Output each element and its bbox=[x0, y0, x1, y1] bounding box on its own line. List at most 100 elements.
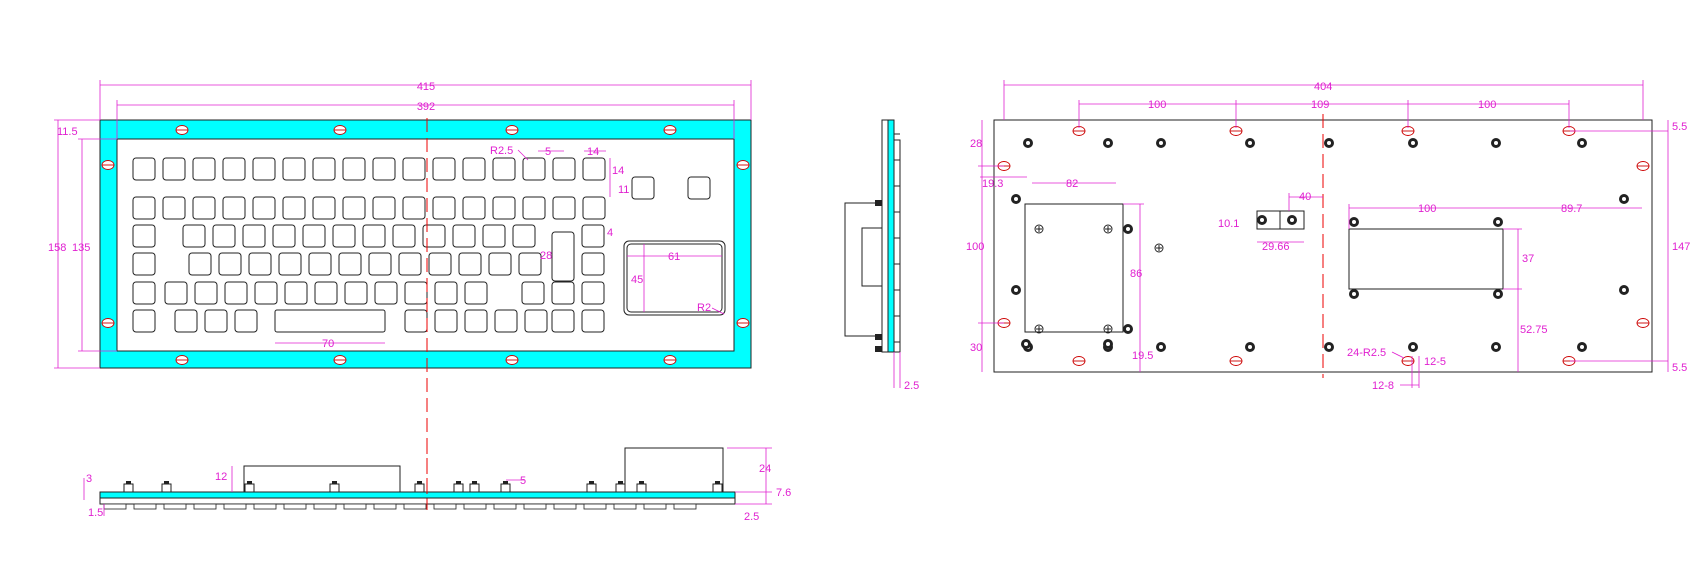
key bbox=[248, 252, 272, 276]
profile-pcb bbox=[243, 465, 401, 493]
stud bbox=[1324, 342, 1334, 352]
dim-tall-key: 28 bbox=[540, 250, 552, 262]
key-profile bbox=[103, 503, 127, 510]
bottom-hole bbox=[1072, 356, 1086, 366]
dim-overall-height: 158 bbox=[48, 242, 66, 254]
stud bbox=[1103, 138, 1113, 148]
dim-hole-spec: 24-R2.5 bbox=[1347, 347, 1386, 359]
mounting-hole bbox=[101, 318, 115, 328]
key bbox=[581, 252, 605, 276]
key bbox=[132, 281, 156, 305]
stud bbox=[1408, 342, 1418, 352]
key-profile bbox=[343, 503, 367, 510]
key bbox=[132, 196, 156, 220]
dim-profile-3: 3 bbox=[86, 473, 92, 485]
key bbox=[402, 157, 426, 181]
key bbox=[338, 252, 362, 276]
profile-stud bbox=[712, 483, 723, 493]
dim-bottom-height: 147 bbox=[1672, 241, 1690, 253]
key-profile bbox=[643, 503, 667, 510]
mounting-hole bbox=[736, 160, 750, 170]
key bbox=[312, 196, 336, 220]
dim-profile-7-6: 7.6 bbox=[776, 487, 791, 499]
key bbox=[404, 281, 428, 305]
key-profile bbox=[373, 503, 397, 510]
stud bbox=[1123, 224, 1133, 234]
key bbox=[252, 157, 276, 181]
dim-pcb-width: 82 bbox=[1066, 178, 1078, 190]
key bbox=[362, 224, 386, 248]
key bbox=[222, 157, 246, 181]
dim-key-gap: 5 bbox=[545, 146, 551, 158]
key bbox=[518, 252, 542, 276]
key bbox=[551, 309, 575, 333]
key bbox=[174, 309, 198, 333]
key-profile bbox=[223, 503, 247, 510]
dim-slot-b: 12-8 bbox=[1372, 380, 1394, 392]
mounting-hole bbox=[505, 355, 519, 365]
dim-touchpad-height: 45 bbox=[631, 274, 643, 286]
key-profile bbox=[163, 503, 187, 510]
key bbox=[372, 157, 396, 181]
stud bbox=[1493, 217, 1503, 227]
key bbox=[222, 196, 246, 220]
key bbox=[488, 252, 512, 276]
dim-left-30: 30 bbox=[970, 342, 982, 354]
key bbox=[224, 281, 248, 305]
key bbox=[404, 309, 428, 333]
key-profile bbox=[553, 503, 577, 510]
stud bbox=[1287, 215, 1297, 225]
dim-module-right: 89.7 bbox=[1561, 203, 1582, 215]
stud bbox=[1349, 289, 1359, 299]
stud bbox=[1021, 339, 1031, 349]
dim-pitch-right: 100 bbox=[1478, 99, 1496, 111]
dim-pcb-bottom: 19.5 bbox=[1132, 350, 1153, 362]
screw bbox=[1034, 324, 1044, 334]
mounting-hole bbox=[736, 318, 750, 328]
key-profile bbox=[613, 503, 637, 510]
key bbox=[581, 281, 605, 305]
key bbox=[392, 224, 416, 248]
key-profile bbox=[523, 503, 547, 510]
key bbox=[422, 224, 446, 248]
key bbox=[494, 309, 518, 333]
key bbox=[194, 281, 218, 305]
stud bbox=[1491, 342, 1501, 352]
key bbox=[581, 224, 605, 248]
module-board bbox=[1348, 228, 1504, 290]
stud bbox=[1577, 138, 1587, 148]
touchpad bbox=[623, 240, 726, 316]
dim-left-19-3: 19.3 bbox=[982, 178, 1003, 190]
key bbox=[132, 157, 156, 181]
mounting-holes bbox=[101, 125, 750, 365]
mounting-hole bbox=[663, 355, 677, 365]
extra-key-1 bbox=[631, 176, 655, 200]
stud bbox=[1619, 285, 1629, 295]
key bbox=[284, 281, 308, 305]
key-profile bbox=[313, 503, 337, 510]
stud bbox=[1491, 138, 1501, 148]
bottom-hole bbox=[1636, 161, 1650, 171]
dim-profile-2-5: 2.5 bbox=[744, 511, 759, 523]
dim-overall-width: 415 bbox=[417, 81, 435, 93]
key bbox=[314, 281, 338, 305]
profile-stud bbox=[123, 483, 134, 493]
key bbox=[344, 281, 368, 305]
dim-pitch-left: 100 bbox=[1148, 99, 1166, 111]
key-profile bbox=[193, 503, 217, 510]
dim-profile-5: 5 bbox=[520, 475, 526, 487]
dim-module-width: 100 bbox=[1418, 203, 1436, 215]
bottom-hole bbox=[1229, 356, 1243, 366]
dim-frame-top: 11.5 bbox=[57, 126, 78, 138]
dim-touchpad-width: 61 bbox=[668, 251, 680, 263]
key bbox=[458, 252, 482, 276]
screw bbox=[1103, 324, 1113, 334]
touchpad-inner bbox=[626, 243, 723, 313]
key bbox=[212, 224, 236, 248]
stud bbox=[1156, 342, 1166, 352]
side-plate bbox=[887, 119, 895, 353]
bottom-hole bbox=[1562, 356, 1576, 366]
key-grid bbox=[132, 157, 606, 333]
front-view: 415 392 158 135 11.5 R2.5 5 14 14 11 4 2… bbox=[48, 80, 752, 510]
profile-stud bbox=[500, 483, 511, 493]
